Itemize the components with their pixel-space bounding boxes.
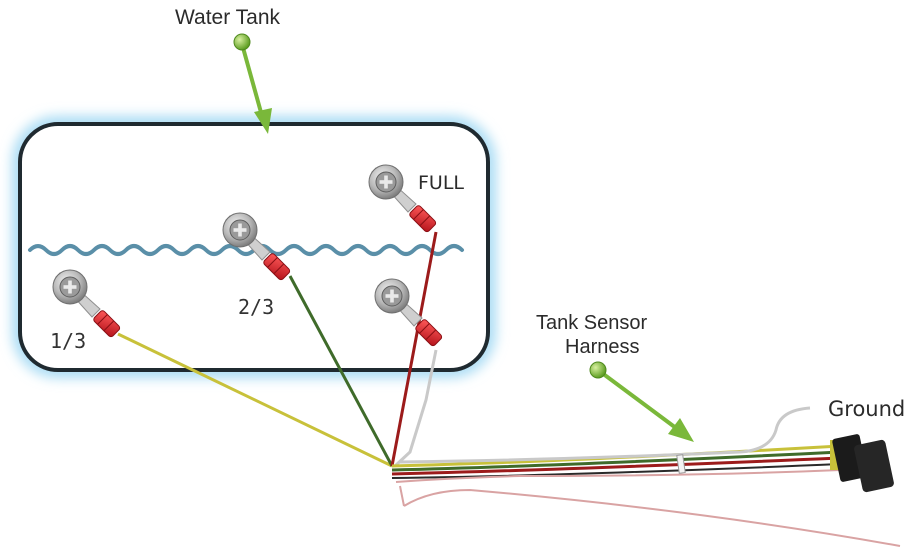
label-two-thirds: 2/3 bbox=[238, 295, 274, 319]
label-full: FULL bbox=[418, 172, 464, 194]
harness-bundle bbox=[391, 406, 901, 547]
sensor-wires bbox=[117, 231, 438, 468]
harness-connector-icon bbox=[830, 434, 894, 493]
pointer-pin-icon bbox=[233, 33, 272, 134]
cable-tie bbox=[676, 454, 686, 474]
pointer-pin-icon bbox=[589, 361, 694, 442]
water-level-line bbox=[28, 244, 464, 256]
wire-white bbox=[393, 349, 438, 468]
label-ground: Ground bbox=[828, 397, 905, 421]
label-one-third: 1/3 bbox=[50, 329, 86, 353]
label-harness-line1: Tank Sensor bbox=[536, 312, 648, 334]
wire-yellow-1-3 bbox=[117, 332, 393, 468]
label-water-tank: Water Tank bbox=[175, 6, 281, 29]
label-harness-line2: Harness bbox=[565, 336, 639, 358]
wire-red-full bbox=[390, 231, 438, 467]
wire-green-2-3 bbox=[288, 275, 394, 467]
